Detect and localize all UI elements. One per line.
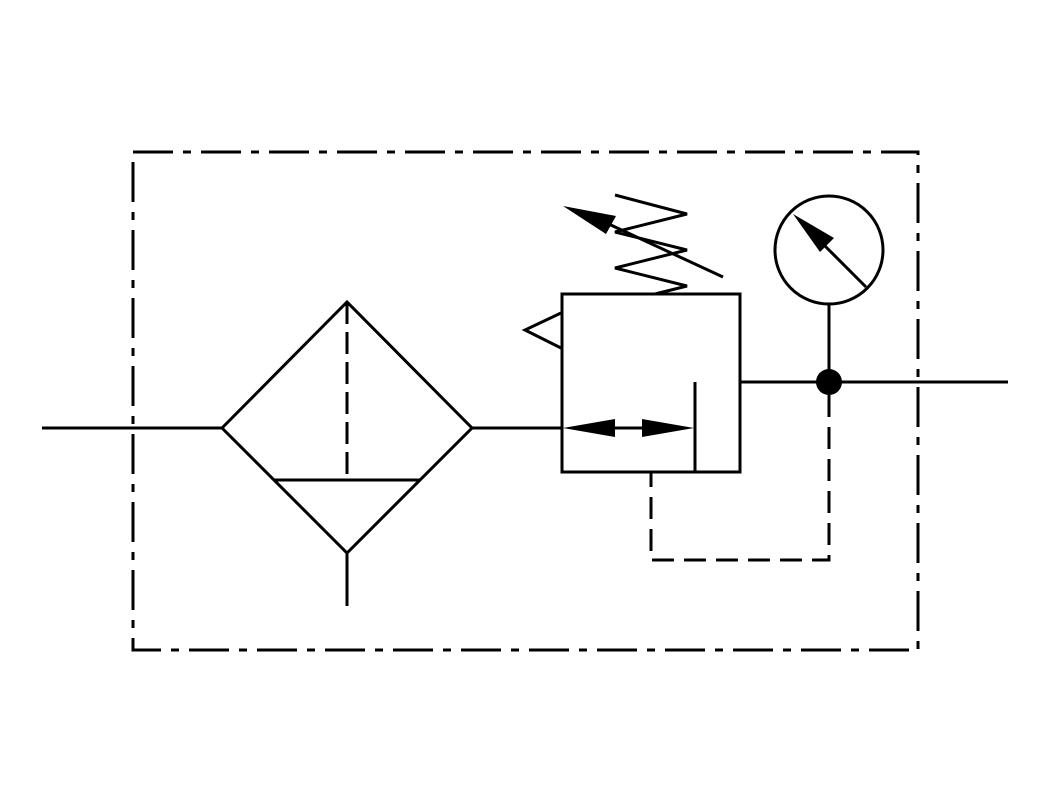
exhaust-triangle [521,311,562,350]
pressure-gauge [773,194,885,306]
pilot-dashed-line [649,395,831,562]
unit-boundary [131,150,920,652]
flow-arrow-left [563,419,615,437]
regulator [521,193,742,474]
gauge-needle-arrow-icon [793,214,834,252]
filter [219,299,475,606]
adjust-arrow-line [599,218,724,279]
regulator-body [560,292,742,474]
spring-icon [614,193,688,296]
flow-arrow-right [642,419,694,437]
gauge-circle [773,194,885,306]
adjust-arrow-head [563,206,616,234]
